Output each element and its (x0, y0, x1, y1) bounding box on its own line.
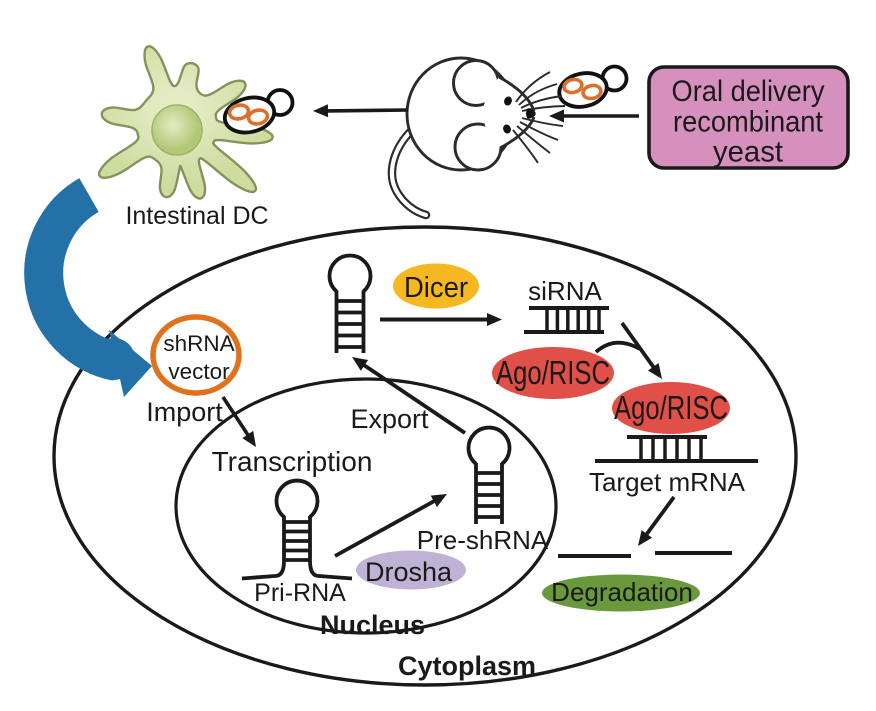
svg-text:siRNA: siRNA (528, 276, 602, 306)
svg-text:Intestinal DC: Intestinal DC (125, 202, 268, 230)
svg-text:Oral delivery: Oral delivery (672, 75, 825, 108)
svg-text:Transcription: Transcription (212, 446, 373, 477)
svg-text:Import: Import (146, 397, 223, 427)
svg-text:vector: vector (168, 359, 230, 384)
svg-text:Nucleus: Nucleus (320, 610, 425, 640)
svg-text:Pre-shRNA: Pre-shRNA (417, 525, 549, 555)
svg-text:yeast: yeast (713, 136, 784, 169)
svg-text:Ago/RISC: Ago/RISC (496, 354, 610, 391)
svg-text:Target mRNA: Target mRNA (589, 467, 746, 497)
svg-text:recombinant: recombinant (673, 106, 824, 139)
svg-text:Pri-RNA: Pri-RNA (254, 579, 346, 607)
svg-text:Dicer: Dicer (404, 272, 468, 304)
svg-text:Cytoplasm: Cytoplasm (398, 651, 536, 681)
svg-text:shRNA: shRNA (163, 331, 234, 356)
svg-text:Drosha: Drosha (365, 557, 453, 587)
svg-text:Ago/RISC: Ago/RISC (614, 389, 728, 426)
svg-text:Degradation: Degradation (551, 577, 693, 607)
svg-text:Export: Export (350, 404, 429, 434)
